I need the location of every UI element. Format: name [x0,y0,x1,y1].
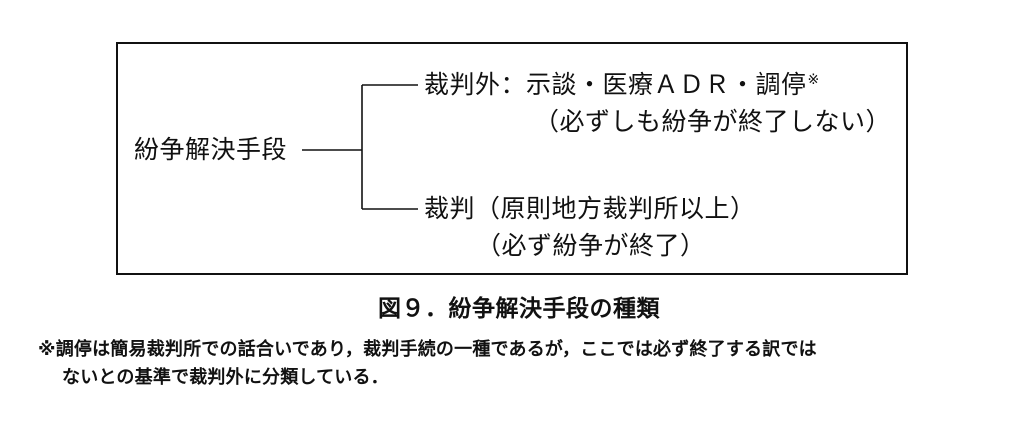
branch-outside-label: 裁判外：示談・医療ＡＤＲ・調停 [424,70,807,99]
root-label: 紛争解決手段 [134,135,288,164]
branch-court-label: 裁判（原則地方裁判所以上） [424,194,756,223]
branch-outside-title: 裁判外：示談・医療ＡＤＲ・調停※ [424,72,820,97]
footnote-line-1: ※調停は簡易裁判所での話合いであり，裁判手続の一種であるが，ここでは必ず終了する… [38,339,817,360]
footnote-line-2: ないとの基準で裁判外に分類している． [62,367,389,388]
figure-caption: 図９．紛争解決手段の種類 [378,296,660,322]
branch-court-note: （必ず紛争が終了） [476,231,706,260]
diagram-frame [116,42,908,275]
branch-outside-note: （必ずしも紛争が終了しない） [534,107,892,136]
footnote-marker: ※ [807,71,820,88]
